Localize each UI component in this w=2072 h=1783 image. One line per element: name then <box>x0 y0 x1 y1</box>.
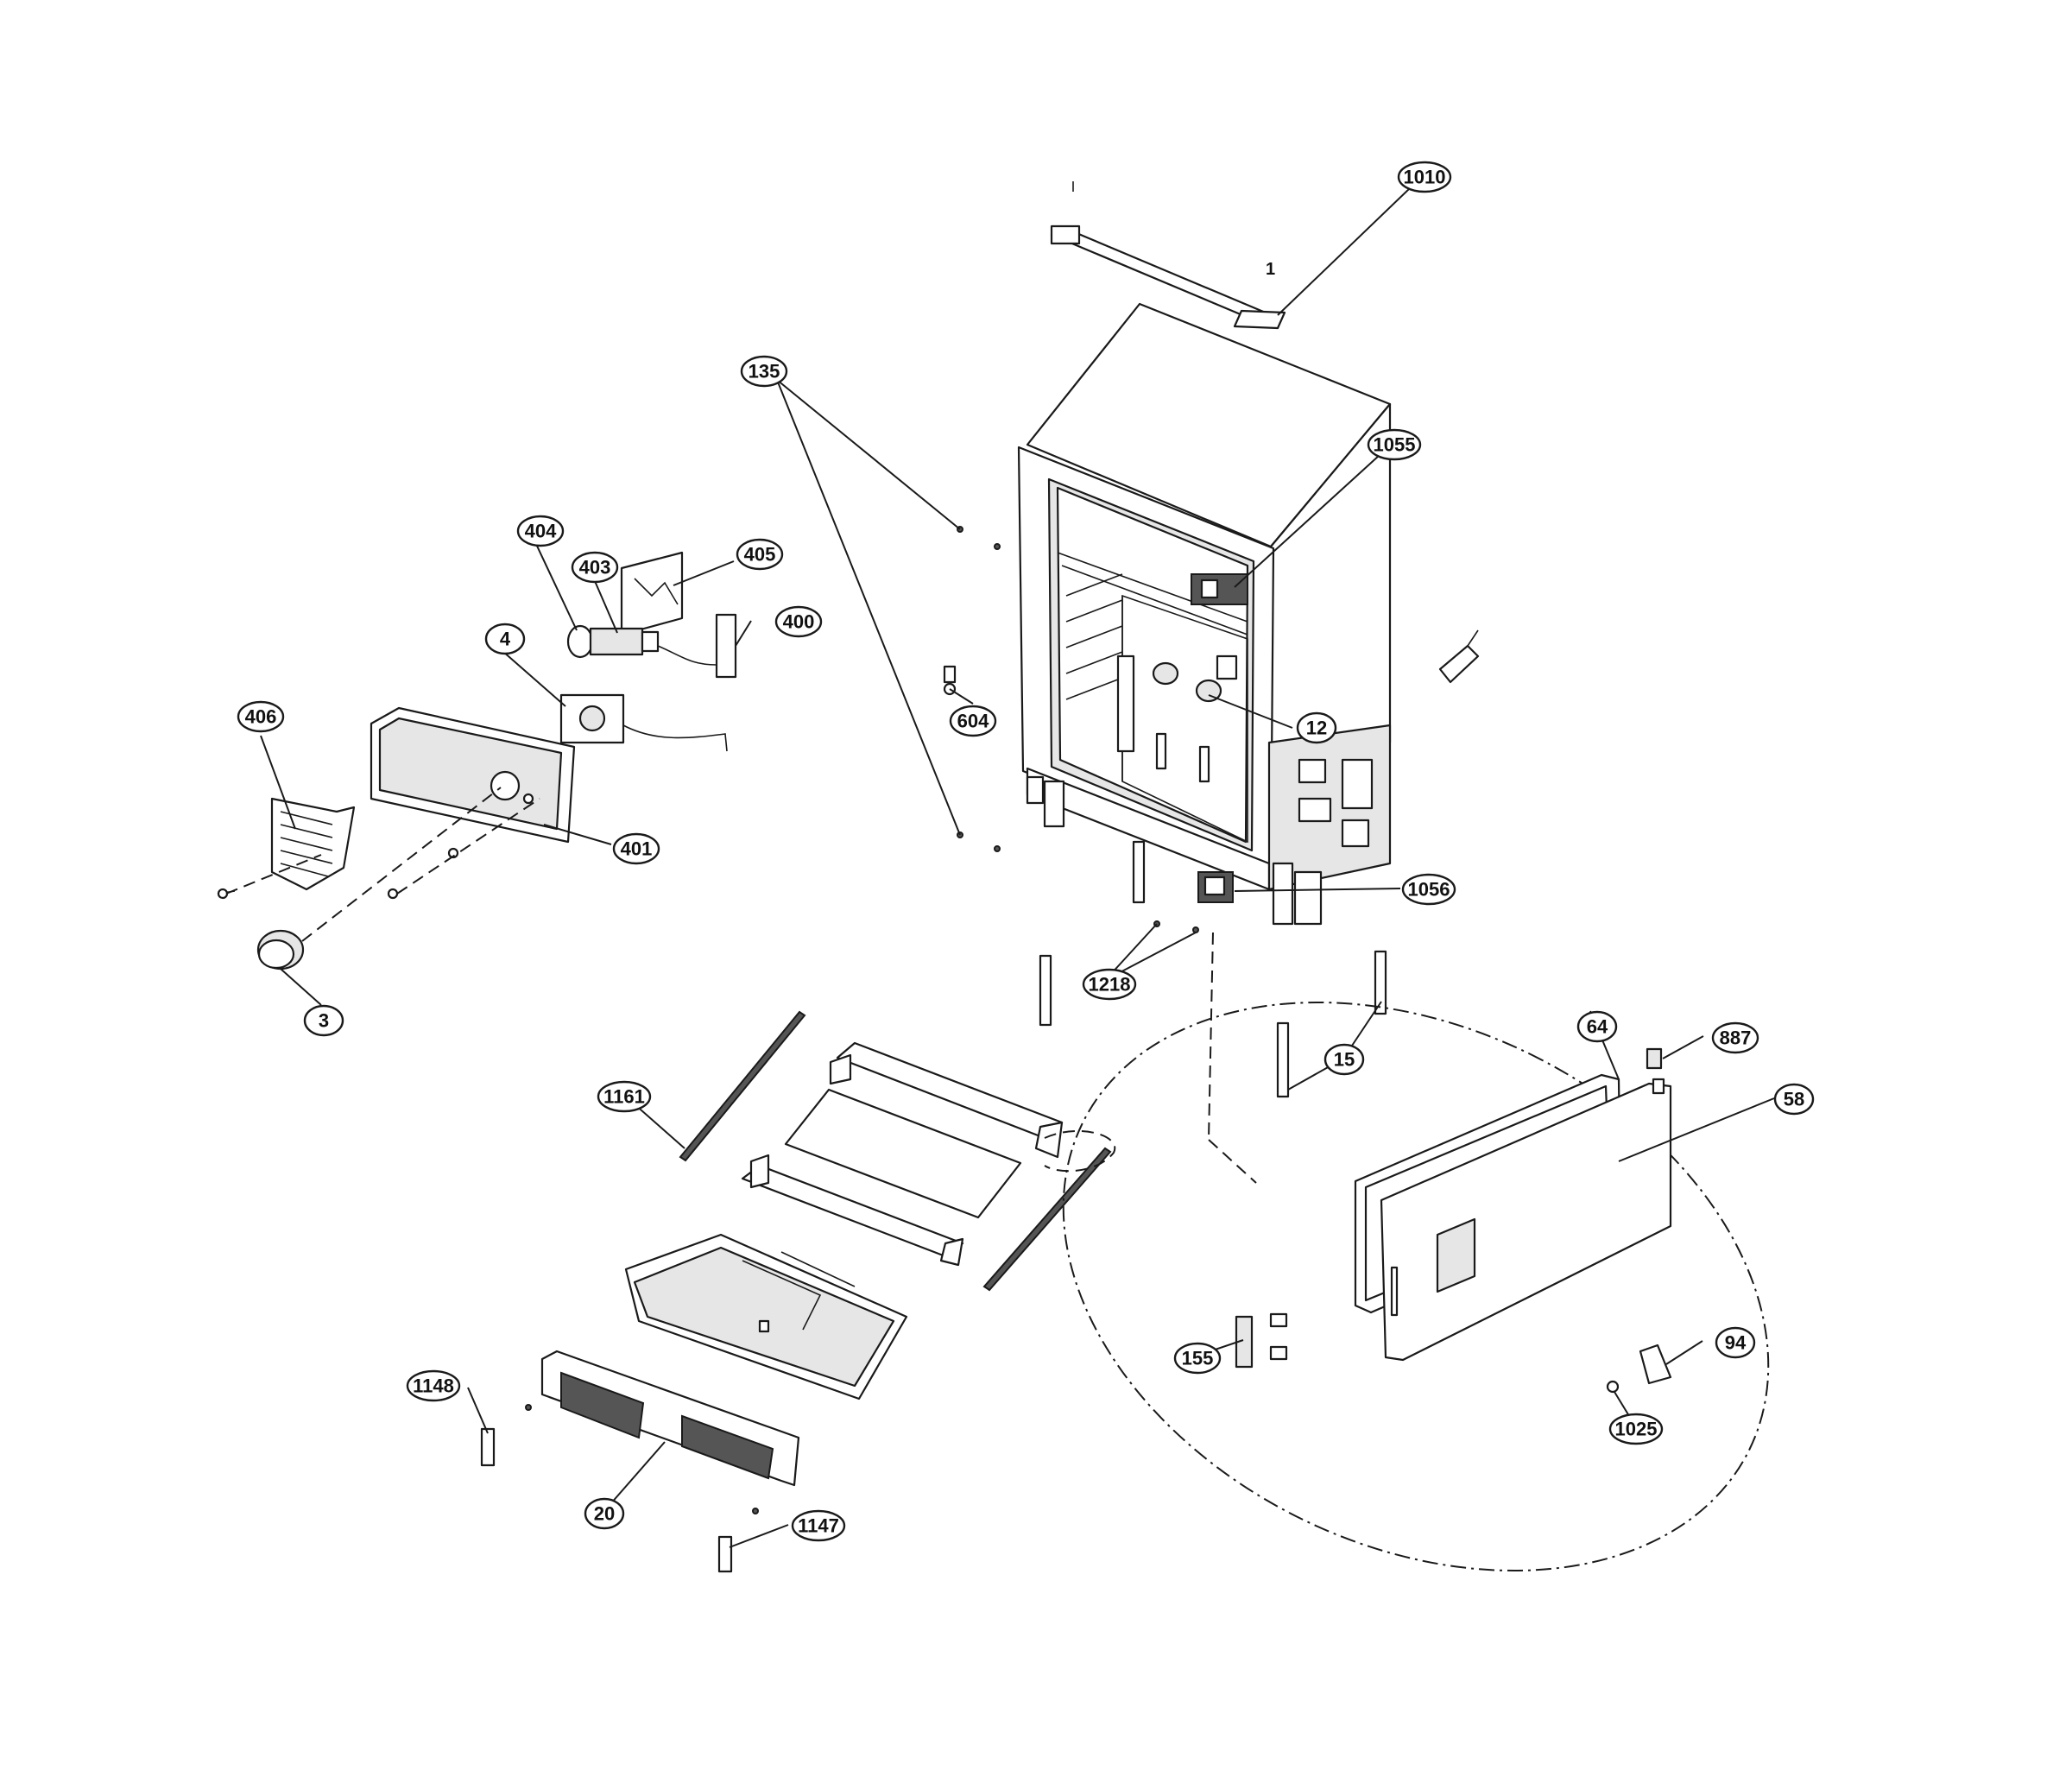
callout-1147-label: 1147 <box>798 1515 839 1537</box>
callout-15-label: 15 <box>1334 1049 1355 1071</box>
callout-887: 887 <box>1711 1021 1759 1054</box>
callout-400: 400 <box>774 605 823 638</box>
callout-58-label: 58 <box>1784 1089 1804 1110</box>
callout-3: 3 <box>303 1004 344 1037</box>
callout-155: 155 <box>1173 1342 1222 1375</box>
callout-1010: 1010 <box>1397 161 1452 193</box>
callout-64: 64 <box>1576 1010 1618 1043</box>
callout-887-label: 887 <box>1720 1027 1752 1049</box>
callout-401-label: 401 <box>621 838 653 860</box>
callout-4: 4 <box>484 623 526 655</box>
small-fasteners <box>943 526 1001 852</box>
callout-1148-label: 1148 <box>413 1375 454 1397</box>
door-assembly <box>1062 1002 1770 1571</box>
callout-58: 58 <box>1773 1083 1815 1116</box>
callout-1218-label: 1218 <box>1089 974 1131 996</box>
callout-64-label: 64 <box>1587 1016 1608 1038</box>
callout-135-label: 135 <box>749 361 780 383</box>
callout-400-label: 400 <box>783 611 815 633</box>
callout-604: 604 <box>949 705 997 737</box>
callout-20: 20 <box>584 1497 625 1530</box>
callout-1010-label: 1010 <box>1404 167 1446 188</box>
top-mounting-strip <box>1050 224 1286 330</box>
leader-lines <box>260 187 1775 1548</box>
callout-604-label: 604 <box>957 711 989 732</box>
drawer-assembly <box>480 1010 1116 1573</box>
callout-1056-label: 1056 <box>1408 879 1450 901</box>
callout-1161-label: 1161 <box>603 1086 645 1108</box>
callout-403: 403 <box>571 551 619 584</box>
callout-403-label: 403 <box>579 557 611 579</box>
callout-1056: 1056 <box>1401 873 1456 906</box>
callout-155-label: 155 <box>1182 1348 1214 1369</box>
callout-12: 12 <box>1296 711 1337 744</box>
callout-1148: 1148 <box>406 1369 461 1402</box>
callout-4-label: 4 <box>500 629 511 650</box>
cabinet <box>1017 302 1480 926</box>
callout-12-label: 12 <box>1306 718 1327 739</box>
callout-405: 405 <box>736 538 784 571</box>
callout-1055: 1055 <box>1367 428 1422 461</box>
callout-404-label: 404 <box>525 521 557 542</box>
callout-15: 15 <box>1323 1043 1365 1076</box>
callout-135: 135 <box>740 355 788 388</box>
callout-1218: 1218 <box>1082 968 1137 1001</box>
callout-1161: 1161 <box>597 1080 652 1113</box>
leveling-legs <box>1039 840 1387 1184</box>
top-mark-label: 1 <box>1266 260 1275 279</box>
callout-94-label: 94 <box>1725 1332 1747 1354</box>
callout-401: 401 <box>612 832 660 865</box>
callout-1055-label: 1055 <box>1374 434 1416 456</box>
callout-3-label: 3 <box>319 1010 329 1032</box>
callout-405-label: 405 <box>744 544 776 566</box>
callout-406: 406 <box>237 700 285 733</box>
callout-406-label: 406 <box>245 706 277 728</box>
callout-1025-label: 1025 <box>1615 1419 1658 1440</box>
electrical-parts <box>217 551 737 971</box>
callout-1025: 1025 <box>1608 1413 1664 1445</box>
callout-404: 404 <box>516 515 565 547</box>
callout-1147: 1147 <box>791 1509 846 1542</box>
callout-20-label: 20 <box>594 1503 615 1525</box>
callout-94: 94 <box>1715 1326 1756 1359</box>
